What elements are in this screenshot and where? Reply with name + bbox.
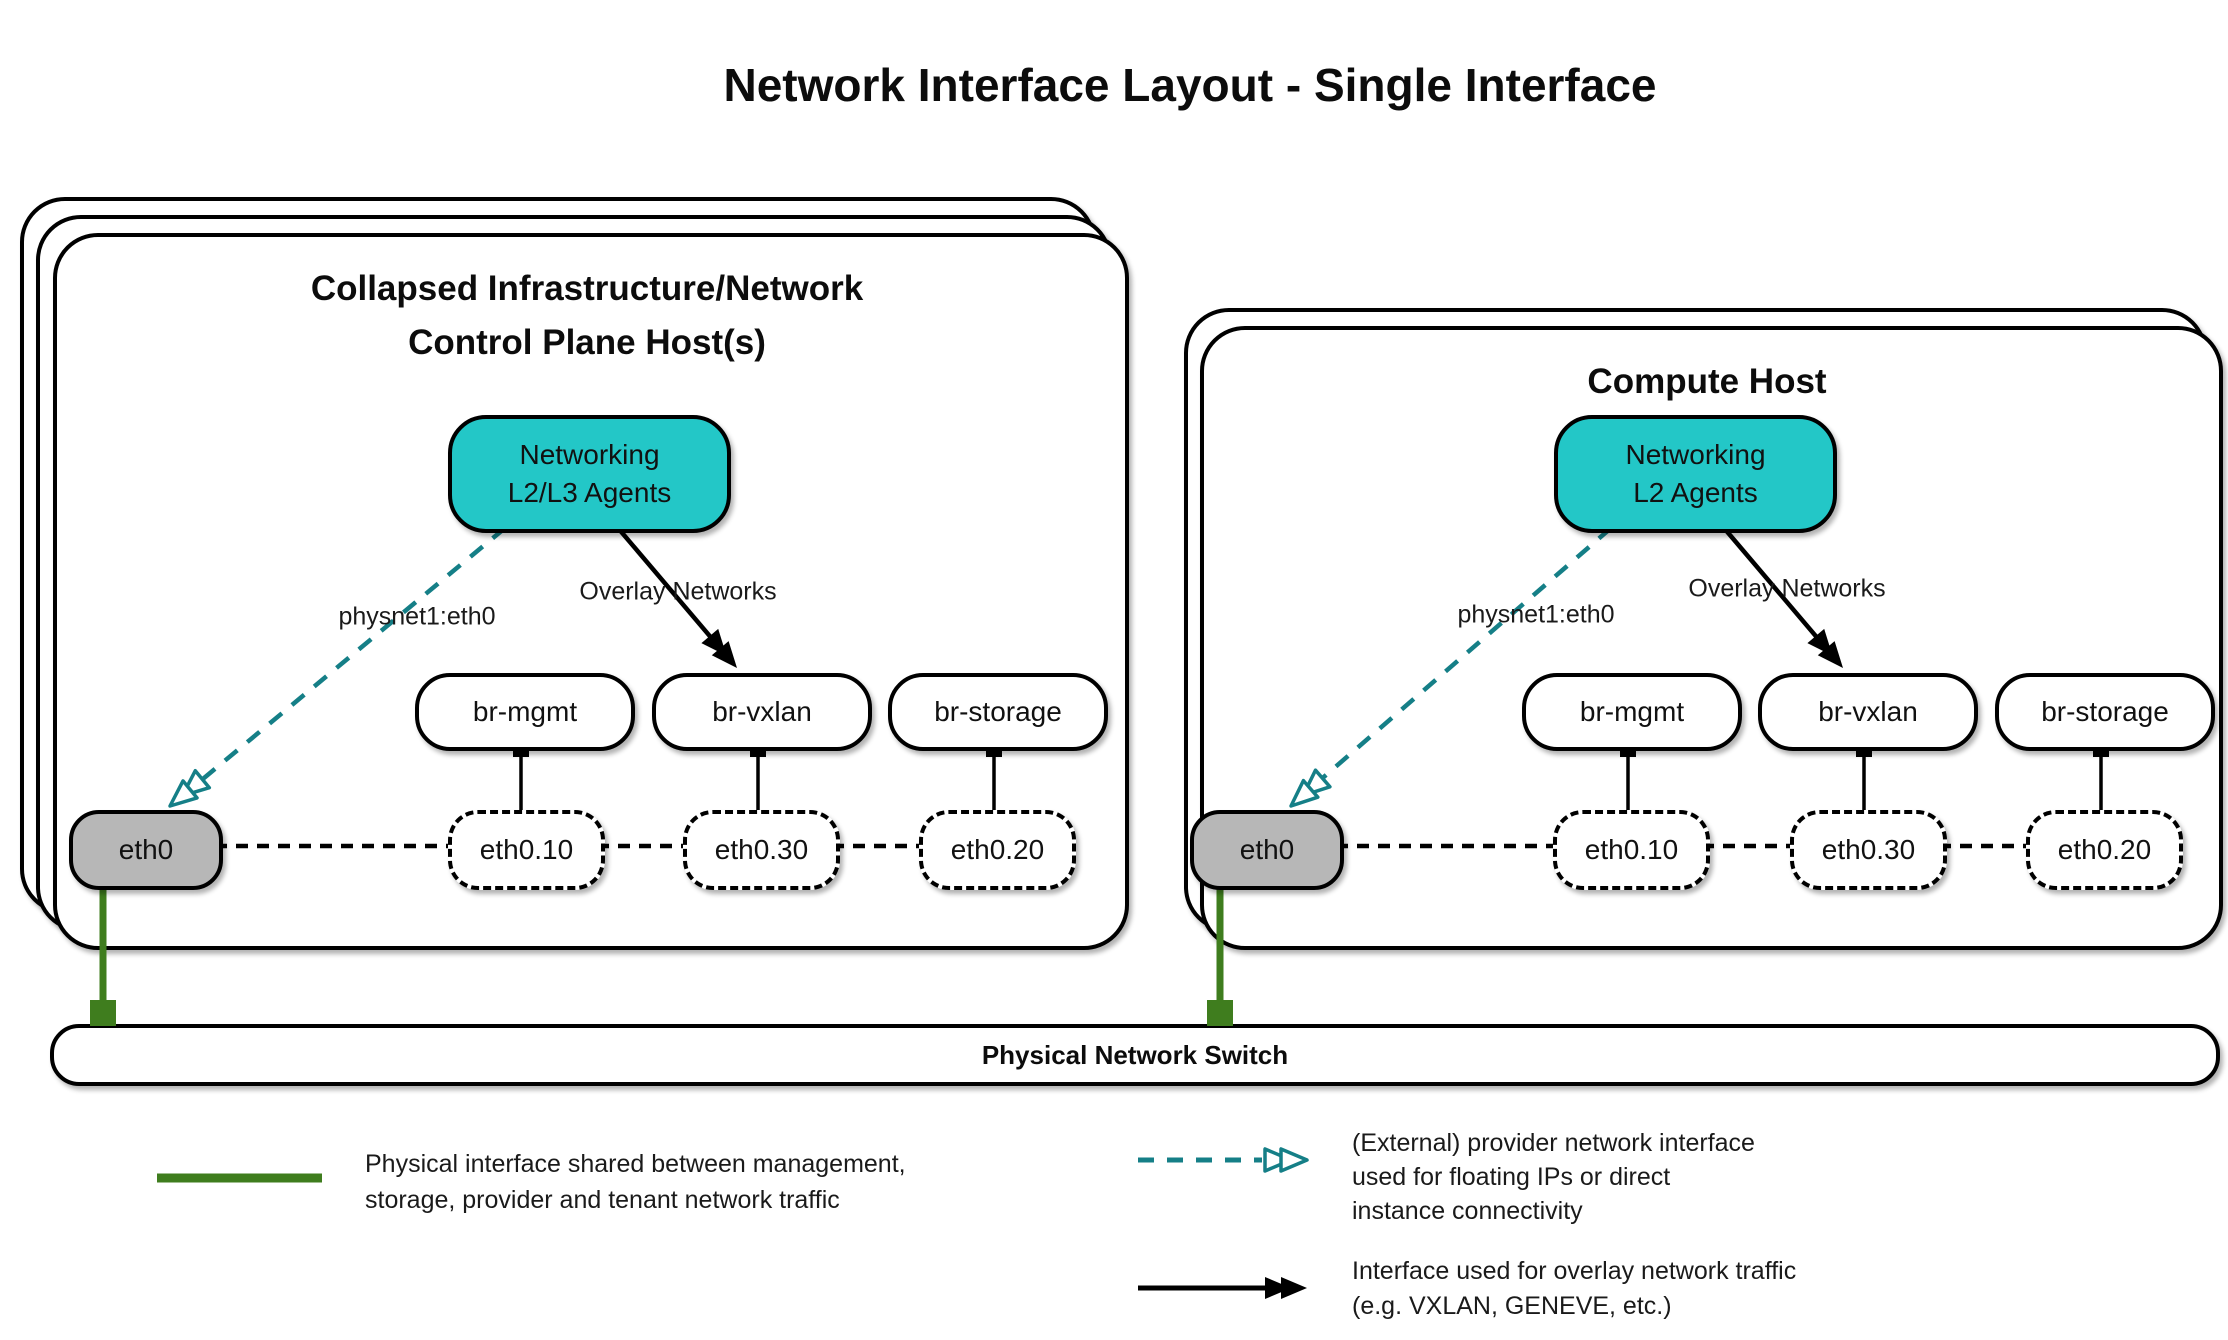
left-br-mgmt-label: br-mgmt (472, 696, 578, 727)
legend-physical-line2: storage, provider and tenant network tra… (365, 1186, 840, 1214)
legend-provider-text: (External) provider network interface us… (1352, 1126, 1755, 1228)
left-vlan-eth0-20-node: eth0.20 (919, 810, 1076, 890)
legend-provider-line2: used for floating IPs or direct (1352, 1163, 1671, 1191)
right-bridge-br-storage: br-storage (1995, 673, 2215, 751)
left-vlan-eth0-30-node: eth0.30 (683, 810, 840, 890)
left-provider-arrow-label: physnet1:eth0 (338, 602, 496, 631)
legend-overlay-text: Interface used for overlay network traff… (1352, 1254, 1796, 1324)
right-br-vxlan-label: br-vxlan (1818, 696, 1918, 727)
left-host-title-line2: Control Plane Host(s) (408, 323, 766, 362)
right-agent-line1: Networking (1625, 439, 1766, 470)
left-agent-line2: L2/L3 Agents (507, 477, 672, 508)
right-overlay-arrow-label: Overlay Networks (1688, 574, 1886, 603)
left-br-vxlan-label: br-vxlan (712, 696, 812, 727)
left-eth0-30-label: eth0.30 (714, 834, 809, 865)
left-host-title: Collapsed Infrastructure/Network Control… (311, 262, 863, 370)
left-vlan-eth0-10-node: eth0.10 (448, 810, 605, 890)
right-agent-line2: L2 Agents (1633, 477, 1758, 508)
right-br-storage-label: br-storage (2041, 696, 2169, 727)
left-eth0-label: eth0 (118, 834, 174, 865)
right-br-mgmt-label: br-mgmt (1579, 696, 1685, 727)
left-host-title-line1: Collapsed Infrastructure/Network (310, 269, 864, 308)
left-br-storage-label: br-storage (934, 696, 1062, 727)
legend-physical-line1: Physical interface shared between manage… (365, 1150, 906, 1178)
right-networking-agents-node: Networking L2 Agents (1554, 415, 1837, 533)
legend-overlay-arrow-swatch (1138, 1277, 1307, 1299)
legend-provider-line1: (External) provider network interface (1352, 1129, 1755, 1157)
left-eth0-20-label: eth0.20 (950, 834, 1045, 865)
right-eth0-20-label: eth0.20 (2057, 834, 2152, 865)
right-provider-arrow-label: physnet1:eth0 (1457, 600, 1615, 629)
left-overlay-arrow-label: Overlay Networks (579, 577, 777, 606)
switch-label: Physical Network Switch (981, 1039, 1289, 1070)
right-bridge-br-vxlan: br-vxlan (1758, 673, 1978, 751)
left-eth0-10-label: eth0.10 (479, 834, 574, 865)
right-eth0-label: eth0 (1239, 834, 1295, 865)
right-vlan-eth0-10-node: eth0.10 (1553, 810, 1710, 890)
left-eth0-node: eth0 (69, 810, 223, 890)
left-bridge-br-vxlan: br-vxlan (652, 673, 872, 751)
right-bridge-br-mgmt: br-mgmt (1522, 673, 1742, 751)
right-host-title-line1: Compute Host (1587, 362, 1827, 401)
right-eth0-30-label: eth0.30 (1821, 834, 1916, 865)
left-bridge-br-mgmt: br-mgmt (415, 673, 635, 751)
left-bridge-br-storage: br-storage (888, 673, 1108, 751)
page-title: Network Interface Layout - Single Interf… (723, 59, 1657, 111)
left-networking-agents-node: Networking L2/L3 Agents (448, 415, 731, 533)
legend-physical-text: Physical interface shared between manage… (365, 1146, 906, 1218)
right-eth0-node: eth0 (1190, 810, 1344, 890)
legend-overlay-line1: Interface used for overlay network traff… (1352, 1257, 1797, 1285)
right-vlan-eth0-20-node: eth0.20 (2026, 810, 2183, 890)
right-eth0-10-label: eth0.10 (1584, 834, 1679, 865)
legend-overlay-line2: (e.g. VXLAN, GENEVE, etc.) (1352, 1292, 1672, 1320)
right-host-title: Compute Host (1587, 355, 1826, 409)
left-agent-line1: Networking (519, 439, 660, 470)
right-vlan-eth0-30-node: eth0.30 (1790, 810, 1947, 890)
physical-network-switch: Physical Network Switch (50, 1024, 2220, 1086)
legend-provider-line3: instance connectivity (1352, 1197, 1583, 1225)
legend-provider-arrow-swatch (1138, 1147, 1309, 1173)
